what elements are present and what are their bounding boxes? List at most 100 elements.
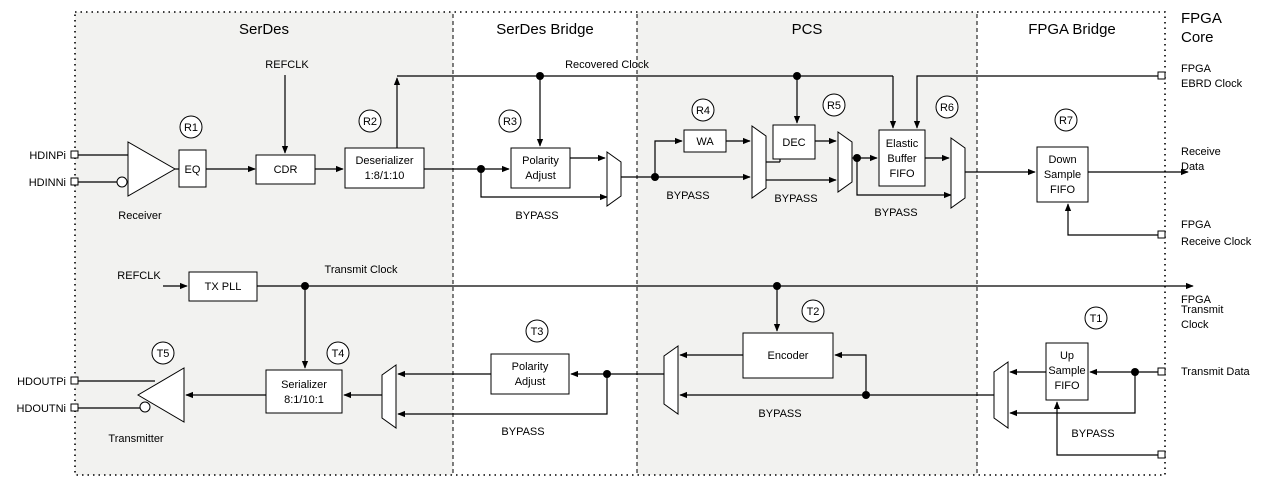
dec-mux [837, 131, 853, 193]
transmit-data-label: Transmit Data [1181, 366, 1251, 378]
wire-ebrd-clock [913, 75, 1158, 129]
serializer-label-2: 8:1/10:1 [284, 394, 324, 406]
section-title-serdes-bridge: SerDes Bridge [496, 21, 594, 38]
tx-pll-label: TX PLL [205, 281, 242, 293]
eq-label: EQ [185, 164, 201, 176]
pin-transmit-data [1157, 367, 1166, 376]
ref-r3-circle [498, 109, 522, 133]
pin-ebrd-clock [1157, 71, 1166, 80]
ref-r1: R1 [184, 122, 198, 134]
wire-upsample-bypass [1009, 372, 1136, 417]
encoder-label: Encoder [768, 350, 809, 362]
rx-polarity-block [510, 147, 571, 189]
tx-clock-label-2: Transmit [1181, 304, 1223, 316]
wire-pcs-encoder [834, 351, 867, 395]
bypass-dec-label: BYPASS [774, 193, 817, 205]
cdr-block [255, 154, 316, 185]
wire-bridge-tx-bypass [397, 374, 608, 418]
pcs-region [637, 12, 977, 475]
ref-t4: T4 [332, 348, 345, 360]
receive-data-label-2: Data [1181, 161, 1205, 173]
ebrd-clock-label-2: EBRD Clock [1181, 78, 1243, 90]
ref-r7: R7 [1059, 115, 1073, 127]
wire-eb-bypass [856, 158, 952, 199]
down-sample-label-3: FIFO [1050, 184, 1075, 196]
outer-border [74, 11, 1166, 476]
wa-label: WA [696, 136, 714, 148]
serializer-block [265, 369, 343, 414]
cdr-label: CDR [274, 164, 298, 176]
pin-hdoutn [70, 403, 79, 412]
down-sample-label-2: Sample [1044, 169, 1081, 181]
wire-bridge-rx-bypass [480, 169, 608, 201]
port-label-hdoutp: HDOUTPi [17, 376, 66, 388]
tx-pcs-mux [663, 345, 679, 415]
pin-rx-clock [1157, 230, 1166, 239]
ref-t2: T2 [807, 306, 820, 318]
ref-r4: R4 [696, 105, 710, 117]
deserializer-block [344, 147, 425, 189]
elastic-buffer-label-1: Elastic [886, 138, 919, 150]
up-sample-label-2: Sample [1048, 365, 1085, 377]
ref-t3: T3 [531, 326, 544, 338]
up-sample-label-3: FIFO [1054, 380, 1079, 392]
rx-clock-label-1: FPGA [1181, 219, 1212, 231]
bypass-wa-label: BYPASS [666, 190, 709, 202]
elastic-buffer-label-3: FIFO [889, 168, 914, 180]
section-title-pcs: PCS [792, 21, 823, 38]
bypass-eb-label: BYPASS [874, 207, 917, 219]
ref-r6: R6 [940, 102, 954, 114]
dec-block [772, 124, 816, 160]
serializer-label-1: Serializer [281, 379, 327, 391]
receiver-invert-bubble [116, 176, 128, 188]
pin-hdoutp [70, 376, 79, 385]
tx-clock-label-1: FPGA [1181, 294, 1212, 306]
ref-t4-circle [326, 341, 350, 365]
deserializer-label-2: 1:8/1:10 [365, 170, 405, 182]
refclk-tx-label: REFCLK [117, 270, 161, 282]
encoder-block [742, 332, 834, 379]
rx-clock-label-2: Receive Clock [1181, 236, 1252, 248]
section-title-fpga-bridge: FPGA Bridge [1028, 21, 1116, 38]
port-label-hdoutn: HDOUTNi [17, 403, 67, 415]
wire-tx-fifo-clock [1053, 401, 1158, 456]
bypass-bridge-rx-label: BYPASS [515, 210, 558, 222]
ebrd-clock-label-1: FPGA [1181, 63, 1212, 75]
pin-hdinp [70, 150, 79, 159]
recovered-clock-label: Recovered Clock [565, 59, 649, 71]
ref-t5: T5 [157, 348, 170, 360]
pin-hdinn [70, 177, 79, 186]
section-title-fpga-core-line1: FPGA [1181, 10, 1222, 27]
tx-polarity-block [490, 353, 570, 395]
ref-r7-circle [1054, 108, 1078, 132]
pin-tx-fifo-clock [1157, 450, 1166, 459]
ref-r4-circle [691, 98, 715, 122]
wa-mux [751, 125, 767, 199]
section-title-fpga-core-line2: Core [1181, 29, 1214, 46]
deserializer-label-1: Deserializer [355, 155, 413, 167]
tx-bridge-mux [381, 364, 397, 429]
bypass-tx-pcs-label: BYPASS [758, 408, 801, 420]
elastic-buffer-block [878, 129, 926, 187]
rx-polarity-label-1: Polarity [522, 155, 559, 167]
down-sample-fifo-block [1036, 146, 1089, 203]
transmit-clock-label: Transmit Clock [325, 264, 398, 276]
tx-clock-label-3: Clock [1181, 319, 1209, 331]
ref-r5: R5 [827, 100, 841, 112]
ref-t1: T1 [1090, 313, 1103, 325]
ref-r2: R2 [363, 116, 377, 128]
bypass-upsample-label: BYPASS [1071, 428, 1114, 440]
up-sample-label-1: Up [1060, 350, 1074, 362]
transmitter-buffer [137, 367, 185, 423]
up-sample-fifo-block [1045, 342, 1089, 401]
ref-r6-circle [935, 95, 959, 119]
dec-label: DEC [782, 137, 805, 149]
section-title-serdes: SerDes [239, 21, 289, 38]
elastic-buffer-label-2: Buffer [887, 153, 916, 165]
tx-polarity-label-2: Adjust [515, 376, 546, 388]
wire-rx-clock [1064, 203, 1158, 236]
tx-fpga-bridge-mux [993, 361, 1009, 429]
down-sample-label-1: Down [1048, 154, 1076, 166]
transmitter-label: Transmitter [108, 433, 164, 445]
ref-t5-circle [151, 341, 175, 365]
